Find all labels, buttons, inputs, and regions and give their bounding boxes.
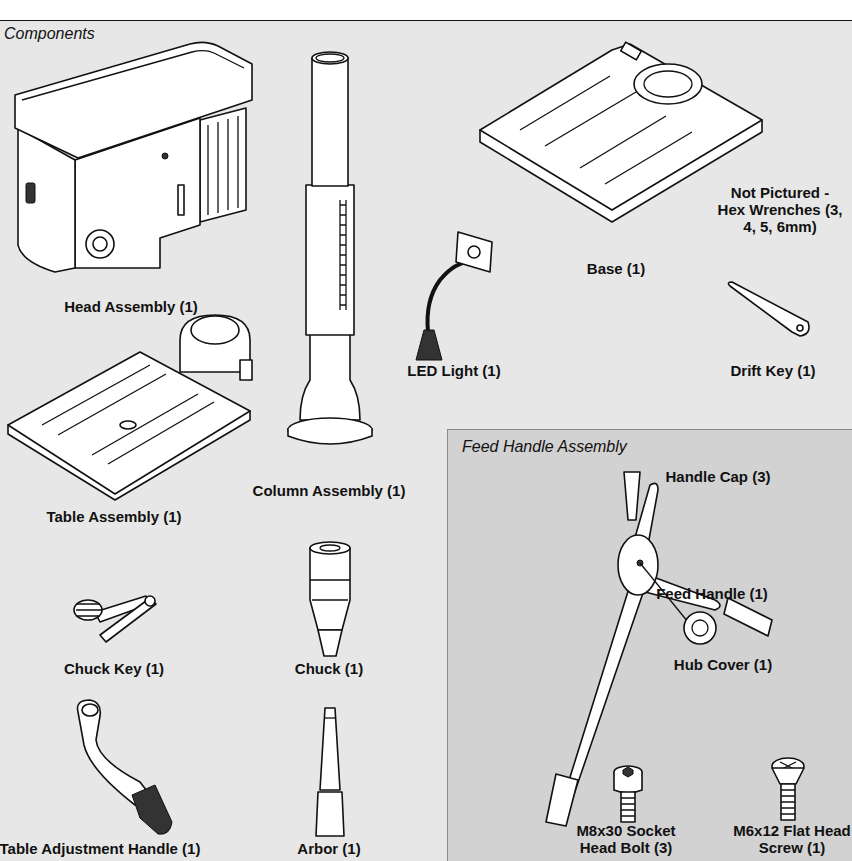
part-label: Table Adjustment Handle (1): [0, 840, 200, 857]
panel-heading: Feed Handle Assembly: [462, 438, 627, 456]
part-label: Column Assembly (1): [253, 482, 406, 499]
part-label: Chuck (1): [295, 660, 363, 677]
part-label: Hub Cover (1): [674, 656, 772, 673]
part-label: LED Light (1): [407, 362, 500, 379]
part-label: Drift Key (1): [730, 362, 815, 379]
part-label: Chuck Key (1): [64, 660, 164, 677]
part-label: M8x30 Socket Head Bolt (3): [565, 822, 687, 856]
part-label: Arbor (1): [297, 840, 360, 857]
part-label: Feed Handle (1): [656, 585, 768, 602]
part-label: Head Assembly (1): [64, 298, 198, 315]
part-label: Handle Cap (3): [665, 468, 770, 485]
part-label: M6x12 Flat Head Screw (1): [726, 822, 852, 856]
part-label: Not Pictured - Hex Wrenches (3, 4, 5, 6m…: [716, 184, 844, 235]
panel-heading: Components: [4, 25, 95, 43]
part-label: Base (1): [587, 260, 645, 277]
part-label: Table Assembly (1): [46, 508, 181, 525]
drift-key-hole: [797, 325, 803, 331]
